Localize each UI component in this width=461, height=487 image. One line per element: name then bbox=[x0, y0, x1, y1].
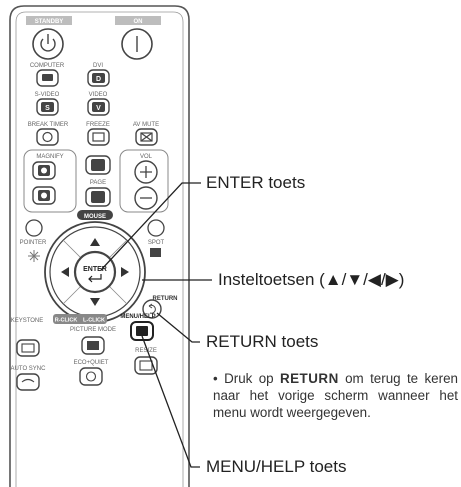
remote-body-inner bbox=[15, 11, 184, 487]
pointer-icon bbox=[28, 250, 40, 262]
keystone-icon bbox=[21, 343, 35, 353]
standby-label: STANDBY bbox=[35, 19, 64, 25]
computer-icon bbox=[42, 74, 53, 81]
note-text-pre: Druk op bbox=[224, 371, 274, 386]
note-text-post: om terug te keren naar het vorige scherm… bbox=[213, 371, 458, 420]
callout-enter: ENTER toets bbox=[206, 173, 306, 192]
av-mute-icon bbox=[140, 132, 153, 142]
keystone-label: KEYSTONE bbox=[11, 318, 44, 324]
resize-label: RESIZE bbox=[135, 348, 157, 354]
dvi-label: DVI bbox=[93, 63, 103, 69]
vol-label: VOL bbox=[140, 154, 153, 160]
resize-icon bbox=[139, 360, 153, 371]
arrow-down-icon bbox=[90, 298, 100, 306]
zoom-out-icon bbox=[41, 192, 47, 199]
note-text-bold: RETURN bbox=[279, 371, 339, 386]
freeze-button[interactable] bbox=[87, 128, 110, 146]
av-mute-label: AV MUTE bbox=[133, 122, 159, 128]
return-button[interactable] bbox=[142, 299, 162, 319]
eco-quiet-button[interactable] bbox=[79, 367, 103, 386]
picture-mode-icon bbox=[87, 341, 99, 350]
menu-help-label: MENU/HELP bbox=[120, 314, 155, 320]
leader-menu-help bbox=[141, 335, 200, 468]
magnify-label: MAGNIFY bbox=[36, 154, 63, 160]
s-key-letter: S bbox=[45, 105, 50, 112]
computer-label: COMPUTER bbox=[30, 63, 65, 69]
enter-key-label: ENTER bbox=[83, 266, 107, 273]
break-timer-button[interactable] bbox=[36, 128, 59, 146]
return-note: • Druk op RETURN om terug te keren naar … bbox=[213, 370, 458, 421]
menu-icon bbox=[136, 326, 148, 336]
r-click-label: R-CLICK bbox=[55, 318, 78, 324]
zoom-in-icon bbox=[41, 167, 47, 174]
eco-quiet-label: ECO+QUIET bbox=[74, 360, 109, 366]
on-label: ON bbox=[134, 19, 143, 25]
video-label: VIDEO bbox=[89, 92, 108, 98]
return-icon bbox=[148, 303, 156, 314]
power-icon bbox=[40, 38, 56, 52]
enter-icon bbox=[88, 274, 102, 283]
magnify-group bbox=[23, 149, 77, 213]
pointer-label: POINTER bbox=[20, 240, 47, 246]
v-key-letter: V bbox=[96, 105, 101, 112]
freeze-icon bbox=[92, 132, 105, 142]
page-label: PAGE bbox=[90, 180, 106, 186]
callout-return: RETURN toets bbox=[206, 332, 319, 351]
l-click-label: L-CLICK bbox=[83, 318, 105, 324]
arrow-up-icon bbox=[90, 238, 100, 246]
arrow-left-icon bbox=[61, 267, 69, 277]
break-timer-label: BREAK TIMER bbox=[28, 122, 69, 128]
leader-enter bbox=[100, 182, 201, 271]
eco-icon bbox=[85, 371, 97, 382]
keystone-button[interactable] bbox=[16, 339, 40, 357]
return-label: RETURN bbox=[153, 296, 178, 302]
callout-menu-help: MENU/HELP toets bbox=[206, 457, 347, 476]
plus-icon bbox=[140, 166, 152, 178]
arrow-right-icon bbox=[121, 267, 129, 277]
auto-sync-button[interactable] bbox=[16, 373, 40, 391]
timer-icon bbox=[42, 131, 53, 143]
enter-button[interactable] bbox=[73, 250, 117, 294]
callout-arrows: Insteltoetsen (▲/▼/◀/▶) bbox=[218, 270, 405, 289]
s-video-label: S-VIDEO bbox=[35, 92, 60, 98]
pointer-button[interactable] bbox=[25, 219, 43, 237]
leader-return bbox=[156, 312, 200, 343]
dvi-key-letter: D bbox=[96, 76, 101, 83]
mouse-label: MOUSE bbox=[84, 214, 106, 220]
spot-icon bbox=[150, 248, 161, 257]
auto-sync-label: AUTO SYNC bbox=[11, 366, 47, 372]
spot-label: SPOT bbox=[148, 240, 165, 246]
picture-mode-label: PICTURE MODE bbox=[70, 327, 116, 333]
vol-group bbox=[119, 149, 169, 213]
spot-button[interactable] bbox=[147, 219, 165, 237]
auto-sync-icon bbox=[21, 378, 35, 383]
freeze-label: FREEZE bbox=[86, 122, 110, 128]
note-bullet: • bbox=[213, 371, 218, 386]
